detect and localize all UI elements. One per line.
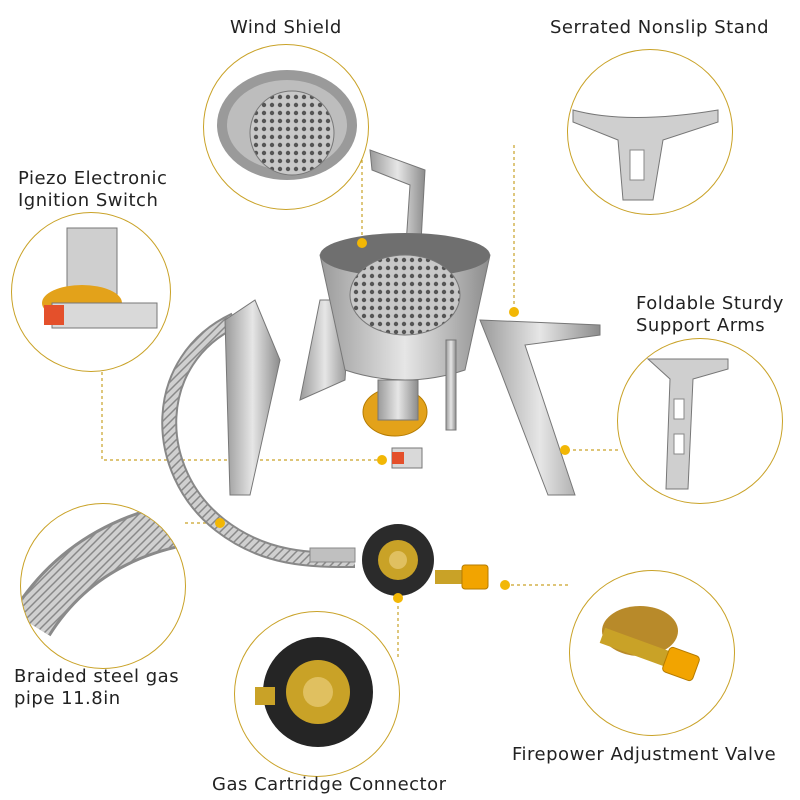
piezo-callout-dot — [377, 455, 387, 465]
adjustment-valve-detail-circle — [569, 570, 735, 736]
serrated-stand-detail-circle — [567, 49, 733, 215]
adjustment-valve-callout-dot — [500, 580, 510, 590]
wind-shield-callout-dot — [357, 238, 367, 248]
braided-pipe-label: Braided steel gas pipe 11.8in — [14, 666, 180, 709]
adjustment-valve-label: Firepower Adjustment Valve — [512, 744, 777, 765]
cartridge-connector-detail-circle — [234, 611, 400, 777]
piezo-switch-detail-circle — [11, 212, 171, 372]
serrated-stand-callout-dot — [509, 307, 519, 317]
braided-pipe-callout-dot — [215, 518, 225, 528]
cartridge-connector-callout-dot — [393, 593, 403, 603]
cartridge-connector-label: Gas Cartridge Connector — [212, 774, 447, 795]
wind-shield-detail-circle — [203, 44, 369, 210]
support-arms-label: Foldable Sturdy Support Arms — [636, 293, 784, 336]
piezo-switch-label: Piezo Electronic Ignition Switch — [18, 168, 168, 211]
braided-pipe-detail-circle — [20, 503, 186, 669]
serrated-stand-label: Serrated Nonslip Stand — [550, 17, 770, 38]
support-arms-detail-circle — [617, 338, 783, 504]
wind-shield-label: Wind Shield — [230, 17, 342, 38]
support-arms-callout-dot — [560, 445, 570, 455]
